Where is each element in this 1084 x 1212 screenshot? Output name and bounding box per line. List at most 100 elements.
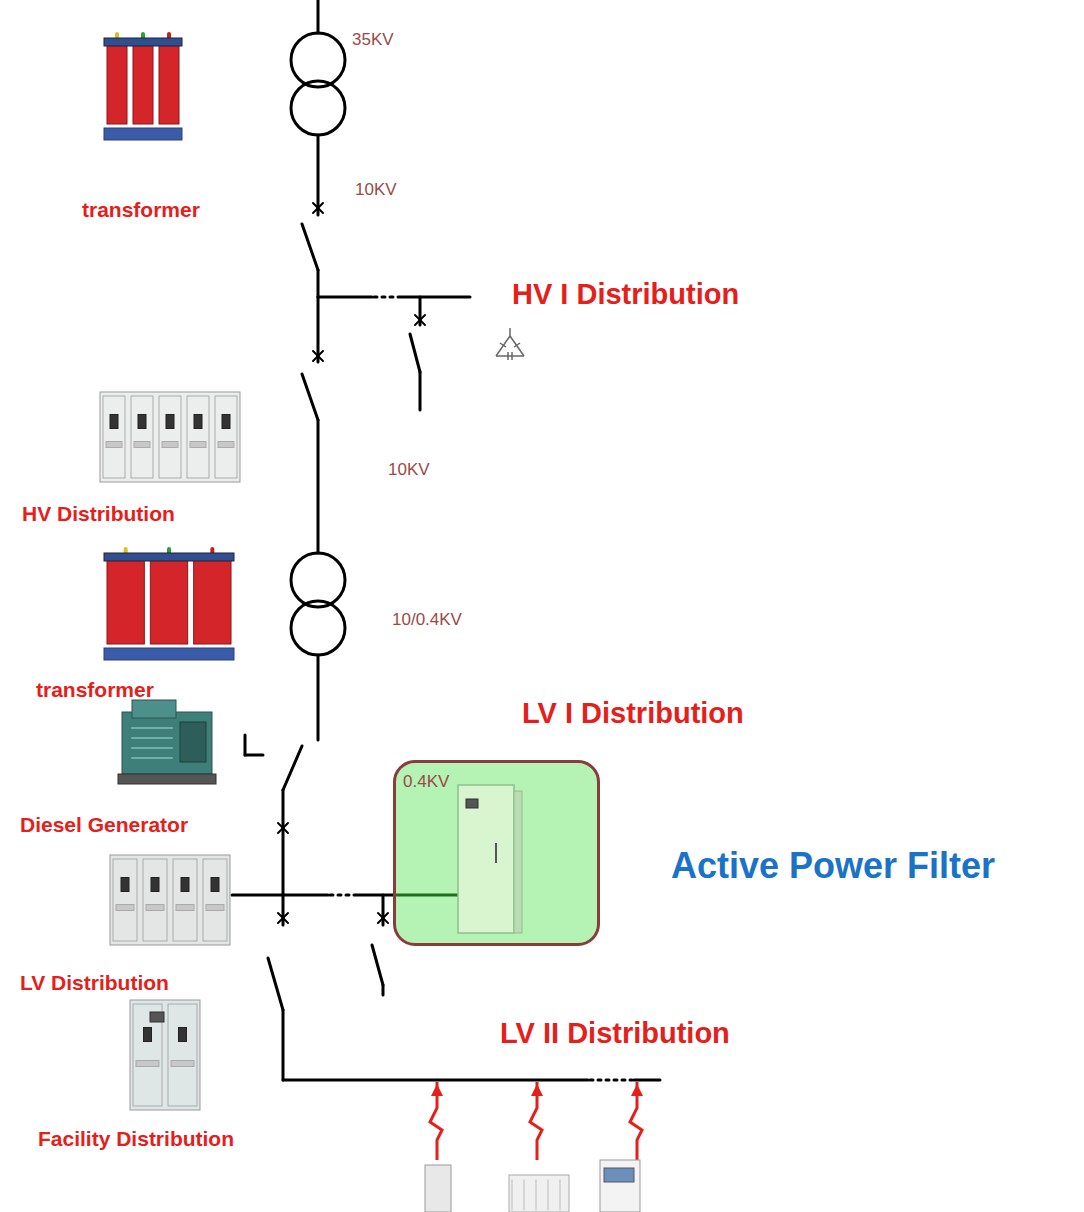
switch-blade	[268, 958, 283, 1010]
breaker-mark	[415, 315, 425, 325]
breaker-mark	[278, 913, 288, 923]
capacitor-plate	[514, 343, 520, 347]
equipment-label: Facility Distribution	[38, 1127, 234, 1151]
capacitor-lead	[509, 328, 511, 336]
equipment-label: Diesel Generator	[20, 813, 188, 837]
cabinet-vent	[176, 905, 194, 911]
wire	[317, 135, 320, 215]
busbar	[283, 1079, 588, 1082]
breaker-mark	[313, 351, 323, 361]
device-detail	[560, 1180, 561, 1210]
wire	[396, 894, 458, 897]
transformer-base	[104, 648, 234, 660]
voltage-label: 35KV	[352, 30, 394, 50]
generator-fin	[132, 747, 172, 749]
bus-dots	[590, 1079, 632, 1082]
wire	[317, 420, 320, 553]
cabinet-panel	[203, 859, 227, 941]
cabinet-handle	[194, 415, 202, 429]
capacitor-plate	[511, 352, 513, 360]
capacitor-plate	[500, 343, 506, 347]
generator-fin	[132, 757, 172, 759]
cabinet-panel	[215, 396, 237, 478]
cabinet-handle	[211, 878, 219, 892]
cabinet-handle	[121, 878, 129, 892]
capacitor-lead	[496, 355, 524, 357]
voltage-label: 10/0.4KV	[392, 610, 462, 630]
load-device	[425, 1165, 451, 1212]
generator-engine	[132, 700, 176, 718]
wire	[382, 895, 385, 925]
transformer-coil	[150, 559, 187, 644]
switch-blade	[283, 746, 302, 790]
wire	[317, 0, 320, 33]
switchgear-cabinet	[130, 1000, 200, 1110]
device-detail	[548, 1180, 549, 1210]
transformer-coil	[133, 44, 153, 124]
transformer-coil	[159, 44, 179, 124]
transformer-winding	[291, 81, 345, 135]
switchgear-cabinet	[100, 392, 240, 482]
transformer-coil	[107, 44, 127, 124]
voltage-label: 10KV	[388, 460, 430, 480]
cabinet-vent	[136, 1061, 159, 1067]
voltage-label: 0.4KV	[403, 772, 449, 792]
wire	[282, 1010, 285, 1080]
cabinet-panel	[113, 859, 137, 941]
cabinet-panel	[159, 396, 181, 478]
transformer-coil	[107, 559, 144, 644]
breaker-mark	[313, 203, 323, 213]
cabinet-handle	[222, 415, 230, 429]
breaker-mark	[278, 823, 288, 833]
cabinet-panel	[187, 396, 209, 478]
bus-dots	[330, 894, 352, 897]
equipment-label: transformer	[36, 678, 154, 702]
switch-blade	[410, 334, 420, 372]
generator-fin	[132, 737, 172, 739]
transformer-winding	[291, 33, 345, 87]
capacitor-symbol	[496, 328, 524, 360]
cabinet-vent	[134, 442, 150, 448]
switchgear-cabinet	[110, 855, 230, 945]
transformer-coil	[194, 559, 231, 644]
generator-feed	[244, 735, 247, 755]
cabinet-vent	[206, 905, 224, 911]
device-detail	[524, 1180, 525, 1210]
wire	[317, 297, 320, 362]
bus-dots	[374, 296, 396, 299]
wire	[282, 790, 285, 895]
breaker-mark	[278, 913, 288, 923]
transformer-base	[104, 128, 182, 140]
section-label: LV I Distribution	[522, 697, 744, 730]
equipment-label: transformer	[82, 198, 200, 222]
busbar	[398, 296, 470, 299]
device-detail	[536, 1180, 537, 1210]
cabinet-handle	[179, 1028, 187, 1042]
device-detail	[512, 1180, 513, 1210]
cabinet-meter	[150, 1012, 164, 1022]
cabinet-vent	[106, 442, 122, 448]
breaker-mark	[278, 823, 288, 833]
transformer-winding	[291, 601, 345, 655]
filter-title: Active Power Filter	[671, 845, 995, 886]
breaker-mark	[415, 315, 425, 325]
wire	[317, 270, 320, 297]
transformer-frame	[104, 38, 182, 46]
transformer-winding	[291, 553, 345, 607]
cabinet-handle	[181, 878, 189, 892]
cabinet-panel	[131, 396, 153, 478]
cabinet-vent	[190, 442, 206, 448]
cabinet-panel	[103, 396, 125, 478]
wire	[419, 372, 422, 410]
cabinet-vent	[162, 442, 178, 448]
switch-blade	[372, 945, 383, 985]
load-device	[509, 1175, 569, 1212]
feeder-line	[430, 1082, 442, 1160]
section-label: HV I Distribution	[512, 278, 739, 311]
switch-blade	[302, 374, 318, 420]
cabinet-panel	[168, 1004, 197, 1106]
cabinet-handle	[151, 878, 159, 892]
cabinet-vent	[218, 442, 234, 448]
breaker-mark	[378, 913, 388, 923]
breaker-mark	[378, 913, 388, 923]
